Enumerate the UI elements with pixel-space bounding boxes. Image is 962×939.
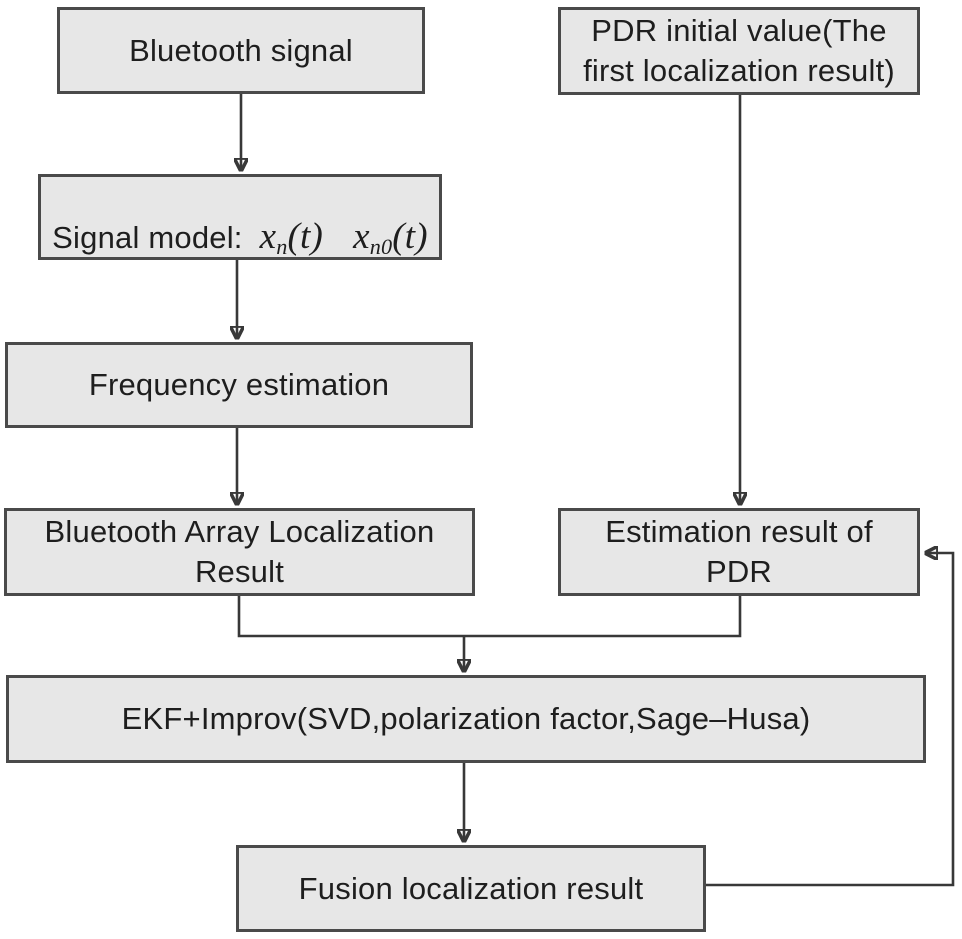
node-bluetooth-signal: Bluetooth signal — [57, 7, 425, 94]
node-bluetooth-array-localization-result-label: Bluetooth Array Localization Result — [44, 514, 435, 589]
feedback-arrow-fusion-to-estimation — [702, 553, 955, 887]
node-fusion-localization-result: Fusion localization result — [236, 845, 706, 932]
math-xn-of-t: xn(t) — [259, 216, 324, 260]
merge-connector-lines — [237, 596, 742, 638]
node-estimation-result-of-pdr: Estimation result of PDR — [558, 508, 920, 596]
node-bluetooth-signal-label: Bluetooth signal — [129, 32, 353, 68]
node-bluetooth-array-localization-result: Bluetooth Array Localization Result — [4, 508, 475, 596]
node-frequency-estimation: Frequency estimation — [5, 342, 473, 428]
node-estimation-result-of-pdr-label: Estimation result of PDR — [605, 514, 873, 589]
node-signal-model: Signal model: xn(t) xn0(t) — [38, 174, 442, 260]
node-fusion-localization-result-label: Fusion localization result — [298, 870, 644, 906]
node-pdr-initial-value-label: PDR initial value(The first localization… — [583, 13, 895, 88]
node-ekf-improv: EKF+Improv(SVD,polarization factor,Sage–… — [6, 675, 926, 763]
signal-model-prefix: Signal model: — [52, 220, 243, 256]
node-ekf-improv-label: EKF+Improv(SVD,polarization factor,Sage–… — [121, 701, 811, 737]
node-signal-model-label: Signal model: xn(t) xn0(t) — [52, 173, 428, 260]
math-xn0-of-t: xn0(t) — [353, 216, 428, 260]
node-pdr-initial-value: PDR initial value(The first localization… — [558, 7, 920, 95]
node-frequency-estimation-label: Frequency estimation — [88, 367, 390, 403]
